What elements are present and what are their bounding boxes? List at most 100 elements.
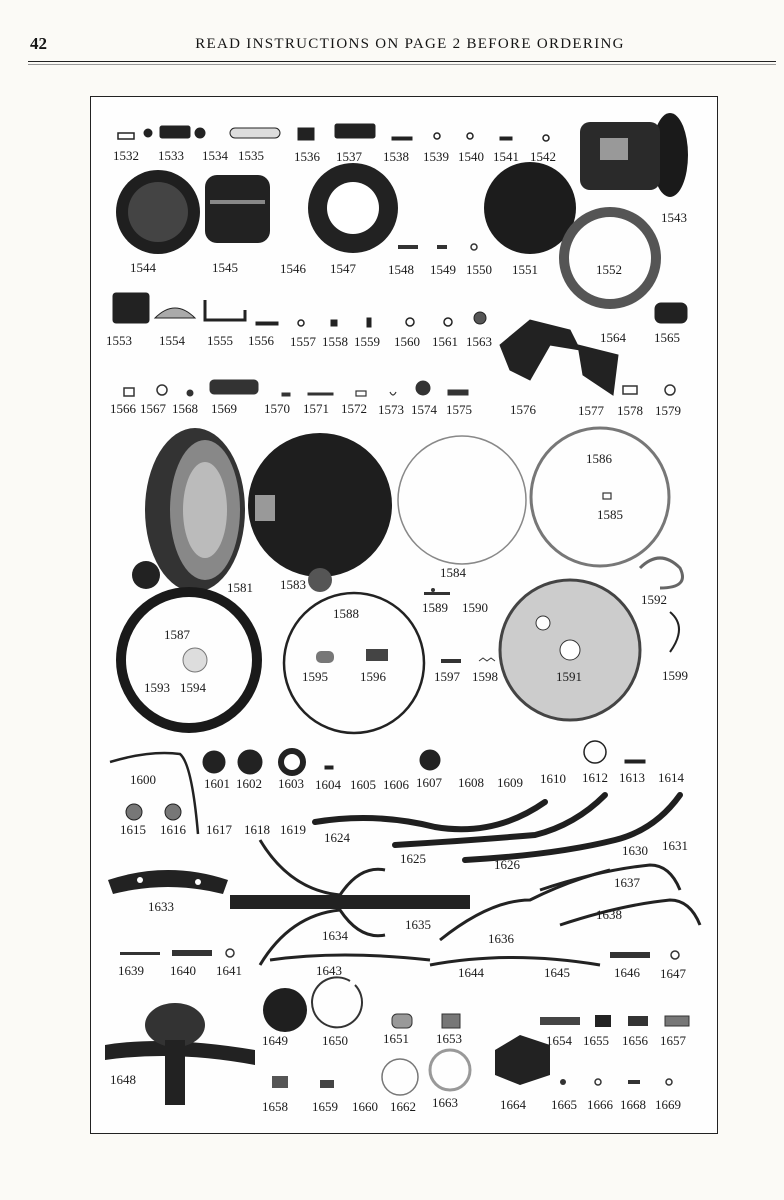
part-number-1559: 1559 — [354, 334, 380, 349]
part-number-1614: 1614 — [658, 770, 684, 785]
part-number-1581: 1581 — [227, 580, 253, 595]
part-number-1548: 1548 — [388, 262, 414, 277]
part-number-1574: 1574 — [411, 402, 437, 417]
part-number-1536: 1536 — [294, 149, 320, 164]
part-number-1619: 1619 — [280, 822, 306, 837]
part-number-1655: 1655 — [583, 1033, 609, 1048]
part-number-1612: 1612 — [582, 770, 608, 785]
part-number-1613: 1613 — [619, 770, 645, 785]
part-number-1653: 1653 — [436, 1031, 462, 1046]
part-number-1542: 1542 — [530, 149, 556, 164]
part-number-1644: 1644 — [458, 965, 484, 980]
part-number-1534: 1534 — [202, 148, 228, 163]
part-number-1637: 1637 — [614, 875, 640, 890]
part-number-1658: 1658 — [262, 1099, 288, 1114]
part-number-1533: 1533 — [158, 148, 184, 163]
part-number-1639: 1639 — [118, 963, 144, 978]
part-number-1596: 1596 — [360, 669, 386, 684]
part-number-1549: 1549 — [430, 262, 456, 277]
part-number-1553: 1553 — [106, 333, 132, 348]
part-number-1575: 1575 — [446, 402, 472, 417]
part-number-1630: 1630 — [622, 843, 648, 858]
part-number-1651: 1651 — [383, 1031, 409, 1046]
part-number-1573: 1573 — [378, 402, 404, 417]
part-number-1624: 1624 — [324, 830, 350, 845]
part-number-1650: 1650 — [322, 1033, 348, 1048]
part-number-1593: 1593 — [144, 680, 170, 695]
part-number-1547: 1547 — [330, 261, 356, 276]
part-number-1602: 1602 — [236, 776, 262, 791]
part-number-1539: 1539 — [423, 149, 449, 164]
part-number-1577: 1577 — [578, 403, 604, 418]
part-number-1647: 1647 — [660, 966, 686, 981]
part-number-1566: 1566 — [110, 401, 136, 416]
part-number-1571: 1571 — [303, 401, 329, 416]
part-number-1586: 1586 — [586, 451, 612, 466]
part-number-1615: 1615 — [120, 822, 146, 837]
page-header: READ INSTRUCTIONS ON PAGE 2 BEFORE ORDER… — [195, 36, 625, 52]
part-number-1625: 1625 — [400, 851, 426, 866]
part-number-1617: 1617 — [206, 822, 232, 837]
part-number-1633: 1633 — [148, 899, 174, 914]
part-number-1595: 1595 — [302, 669, 328, 684]
part-number-1592: 1592 — [641, 592, 667, 607]
part-number-1567: 1567 — [140, 401, 166, 416]
part-number-1541: 1541 — [493, 149, 519, 164]
part-number-1607: 1607 — [416, 775, 442, 790]
part-number-1618: 1618 — [244, 822, 270, 837]
part-number-1561: 1561 — [432, 334, 458, 349]
parts-illustration — [105, 113, 702, 1105]
part-number-1583: 1583 — [280, 577, 306, 592]
part-number-1538: 1538 — [383, 149, 409, 164]
part-number-1590: 1590 — [462, 600, 488, 615]
part-number-1564: 1564 — [600, 330, 626, 345]
part-number-1601: 1601 — [204, 776, 230, 791]
part-number-1589: 1589 — [422, 600, 448, 615]
part-number-1560: 1560 — [394, 334, 420, 349]
part-number-1660: 1660 — [352, 1099, 378, 1114]
part-number-1551: 1551 — [512, 262, 538, 277]
part-number-1631: 1631 — [662, 838, 688, 853]
part-number-1665: 1665 — [551, 1097, 577, 1112]
part-number-1565: 1565 — [654, 330, 680, 345]
part-number-1654: 1654 — [546, 1033, 572, 1048]
part-number-1563: 1563 — [466, 334, 492, 349]
part-number-1634: 1634 — [322, 928, 348, 943]
part-number-1635: 1635 — [405, 917, 431, 932]
part-number-1600: 1600 — [130, 772, 156, 787]
part-number-1594: 1594 — [180, 680, 206, 695]
part-number-1540: 1540 — [458, 149, 484, 164]
part-number-1537: 1537 — [336, 149, 362, 164]
part-number-1585: 1585 — [597, 507, 623, 522]
part-number-1543: 1543 — [661, 210, 687, 225]
part-number-1557: 1557 — [290, 334, 316, 349]
part-number-1569: 1569 — [211, 401, 237, 416]
part-number-1643: 1643 — [316, 963, 342, 978]
part-number-1656: 1656 — [622, 1033, 648, 1048]
part-number-1578: 1578 — [617, 403, 643, 418]
part-number-1666: 1666 — [587, 1097, 613, 1112]
part-number-1597: 1597 — [434, 669, 460, 684]
part-number-1579: 1579 — [655, 403, 681, 418]
part-number-1606: 1606 — [383, 777, 409, 792]
part-number-1662: 1662 — [390, 1099, 416, 1114]
part-number-1598: 1598 — [472, 669, 498, 684]
part-number-1641: 1641 — [216, 963, 242, 978]
part-number-1558: 1558 — [322, 334, 348, 349]
part-number-1544: 1544 — [130, 260, 156, 275]
part-number-1668: 1668 — [620, 1097, 646, 1112]
part-number-1572: 1572 — [341, 401, 367, 416]
part-number-1664: 1664 — [500, 1097, 526, 1112]
part-number-1535: 1535 — [238, 148, 264, 163]
part-number-1605: 1605 — [350, 777, 376, 792]
part-number-1608: 1608 — [458, 775, 484, 790]
part-number-1550: 1550 — [466, 262, 492, 277]
part-number-1659: 1659 — [312, 1099, 338, 1114]
header-rule — [28, 61, 776, 62]
part-number-1576: 1576 — [510, 402, 536, 417]
part-number-1648: 1648 — [110, 1072, 136, 1087]
part-number-1649: 1649 — [262, 1033, 288, 1048]
part-number-1568: 1568 — [172, 401, 198, 416]
part-number-1616: 1616 — [160, 822, 186, 837]
part-number-1626: 1626 — [494, 857, 520, 872]
